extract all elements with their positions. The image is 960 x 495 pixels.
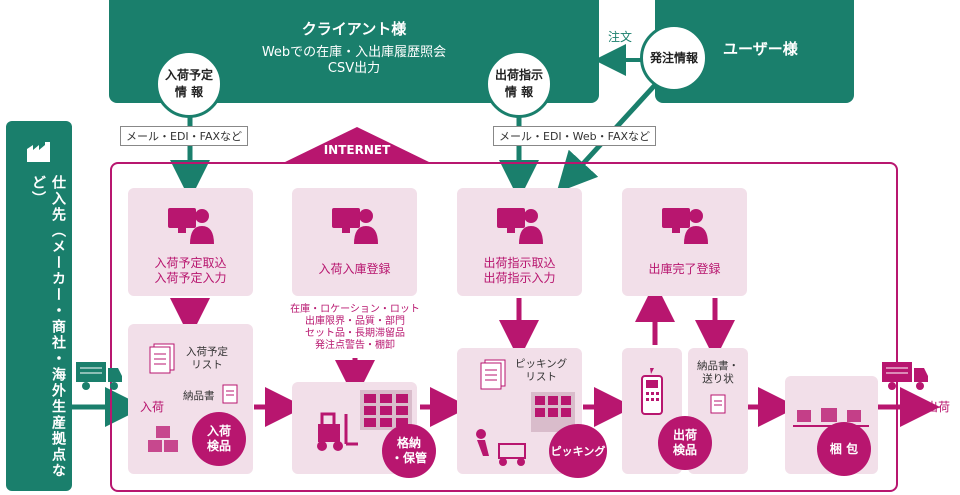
- invoice-icon: [222, 384, 238, 404]
- channel-tag-left: メール・EDI・FAXなど: [120, 126, 249, 146]
- internet-label: INTERNET: [323, 143, 391, 157]
- channel-tag-right: メール・EDI・Web・FAXなど: [493, 126, 657, 146]
- supplier-box: 仕入先（メーカー・商社・海外生産拠点など）: [6, 121, 72, 491]
- outbound-truck-icon: [882, 362, 928, 390]
- document-stack-icon: [149, 343, 175, 374]
- inbound-truck-icon: [76, 362, 122, 390]
- supplier-label: 仕入先（メーカー・商社・海外生産拠点など）: [30, 175, 66, 479]
- storage-circle: 格納・保管: [382, 424, 436, 478]
- operator-icon: [497, 208, 543, 244]
- stage-picking: ピッキングリスト ピッキング: [457, 348, 607, 478]
- process-shipping-complete: 出庫完了登録: [622, 188, 747, 296]
- forklift-icon: [317, 412, 358, 451]
- picking-cart-icon: [476, 429, 526, 466]
- shelving-icon: [360, 390, 412, 430]
- receiving-inspection-circle: 入荷検品: [192, 412, 246, 466]
- boxes-icon: [148, 426, 178, 452]
- operator-icon: [662, 208, 708, 244]
- inbound-plan-bubble: 入荷予定情 報: [155, 50, 223, 118]
- operator-icon: [168, 208, 214, 244]
- outbound-instr-bubble: 出荷指示情 報: [485, 50, 553, 118]
- stage-packing: 梱 包: [785, 376, 878, 476]
- factory-icon: [27, 142, 50, 162]
- outbound-label: 出荷: [926, 400, 951, 414]
- operator-icon: [332, 208, 378, 244]
- invoice-icon: [710, 394, 726, 414]
- packing-circle: 梱 包: [817, 422, 871, 476]
- internet-triangle: [283, 127, 431, 163]
- picking-circle: ピッキング: [549, 424, 607, 478]
- handheld-scanner-icon: [641, 368, 663, 415]
- order-info-bubble: 発注情報: [640, 24, 708, 92]
- client-line1: Webでの在庫・入出庫履歴照会: [261, 45, 447, 60]
- client-line2: CSV出力: [327, 61, 381, 76]
- shelving-icon: [531, 392, 575, 432]
- user-title: ユーザー様: [723, 40, 798, 58]
- stage-receiving: 入荷予定リスト 納品書 入荷検品: [128, 324, 253, 474]
- stage-storage: 格納・保管: [292, 382, 436, 478]
- inbound-label: 入荷: [140, 400, 165, 414]
- order-label: 注文: [608, 30, 633, 44]
- warehouse-frame: [110, 162, 898, 492]
- document-stack-icon: [480, 359, 506, 390]
- client-title: クライアント様: [301, 20, 407, 38]
- process-inbound-registration: 入荷入庫登録: [292, 188, 417, 296]
- process-outbound-instr: 出荷指示取込出荷指示入力: [457, 188, 582, 296]
- process-inbound-plan: 入荷予定取込入荷予定入力: [128, 188, 253, 296]
- invoice-label: 納品書: [183, 390, 215, 402]
- shipping-inspection-circle: 出荷検品: [658, 416, 712, 470]
- inventory-features-note: 在庫・ロケーション・ロット 出庫限界・品質・部門 セット品・長期滞留品 発注点警…: [285, 304, 425, 352]
